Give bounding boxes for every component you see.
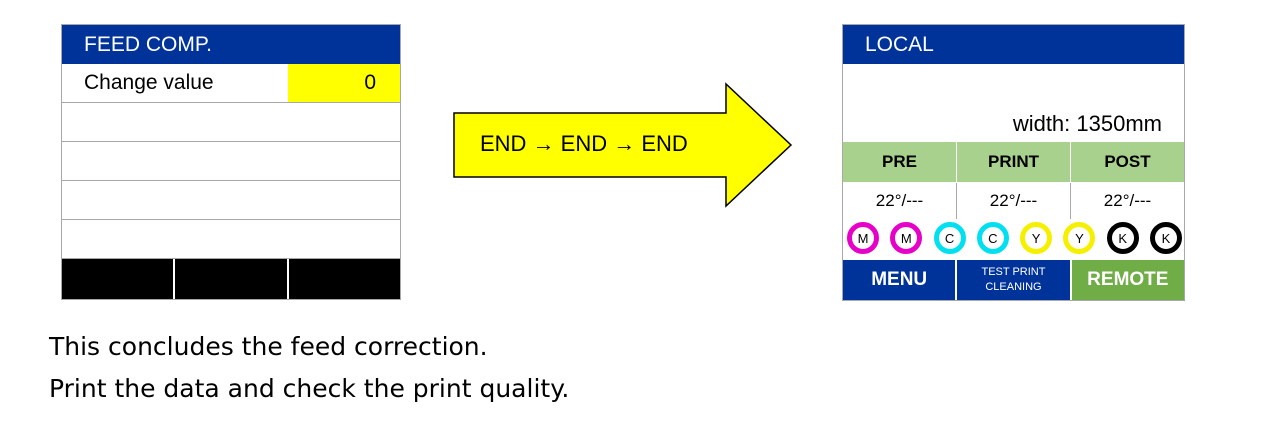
- empty-row-3: [62, 181, 400, 220]
- media-width: width: 1350mm: [1012, 111, 1162, 136]
- ink-magenta-icon: M: [890, 222, 923, 254]
- ink-magenta-icon: M: [847, 222, 879, 254]
- heater-pre-temp: 22°/---: [843, 183, 957, 219]
- ink-cyan-icon: C: [976, 222, 1009, 254]
- local-screen: LOCAL width: 1350mm PRE PRINT POST 22°/-…: [842, 24, 1185, 301]
- feed-comp-screen: FEED COMP. Change value 0: [61, 24, 401, 300]
- arrow-label: END → END → END: [480, 131, 688, 156]
- ink-yellow-icon: Y: [1063, 222, 1096, 254]
- local-title: LOCAL: [843, 25, 1184, 64]
- test-print-label: TEST PRINT: [981, 266, 1046, 278]
- change-value-row[interactable]: Change value 0: [62, 64, 400, 103]
- heater-print-temp: 22°/---: [957, 183, 1071, 219]
- heater-post-label: POST: [1071, 142, 1184, 182]
- empty-row-1: [62, 103, 400, 142]
- remote-button[interactable]: REMOTE: [1071, 260, 1184, 300]
- heater-pre-label: PRE: [843, 142, 956, 182]
- heater-temps: 22°/--- 22°/--- 22°/---: [843, 183, 1184, 219]
- heater-headers: PRE PRINT POST: [843, 142, 1184, 182]
- heater-post-temp: 22°/---: [1103, 191, 1152, 210]
- ink-cyan-icon: C: [933, 222, 966, 254]
- menu-button-label: MENU: [871, 269, 928, 290]
- change-value-label: Change value: [84, 71, 214, 94]
- cleaning-label: CLEANING: [985, 281, 1042, 293]
- arrow-shape: [453, 82, 793, 208]
- ink-yellow-icon: Y: [1020, 222, 1053, 254]
- ink-black-icon: K: [1106, 222, 1139, 254]
- caption-line-1: This concludes the feed correction.: [49, 332, 488, 361]
- function-key-2[interactable]: [175, 259, 287, 299]
- feed-comp-title: FEED COMP.: [62, 25, 400, 64]
- ink-black-icon: K: [1149, 222, 1182, 254]
- function-key-bar: [62, 259, 400, 299]
- function-key-3[interactable]: [288, 259, 400, 299]
- menu-button[interactable]: MENU: [843, 260, 956, 300]
- local-function-key-bar: MENU TEST PRINT CLEANING REMOTE: [843, 260, 1184, 300]
- ink-status-row: M M C C Y Y K K: [847, 221, 1182, 255]
- function-key-1[interactable]: [62, 259, 174, 299]
- remote-button-label: REMOTE: [1087, 269, 1169, 290]
- change-value-field[interactable]: 0: [288, 64, 400, 102]
- empty-row-2: [62, 142, 400, 181]
- transition-arrow: END → END → END: [452, 82, 794, 208]
- caption-line-2: Print the data and check the print quali…: [49, 374, 570, 403]
- test-print-cleaning-button[interactable]: TEST PRINT CLEANING: [957, 260, 1070, 300]
- heater-print-label: PRINT: [957, 142, 1070, 182]
- empty-row-4: [62, 220, 400, 259]
